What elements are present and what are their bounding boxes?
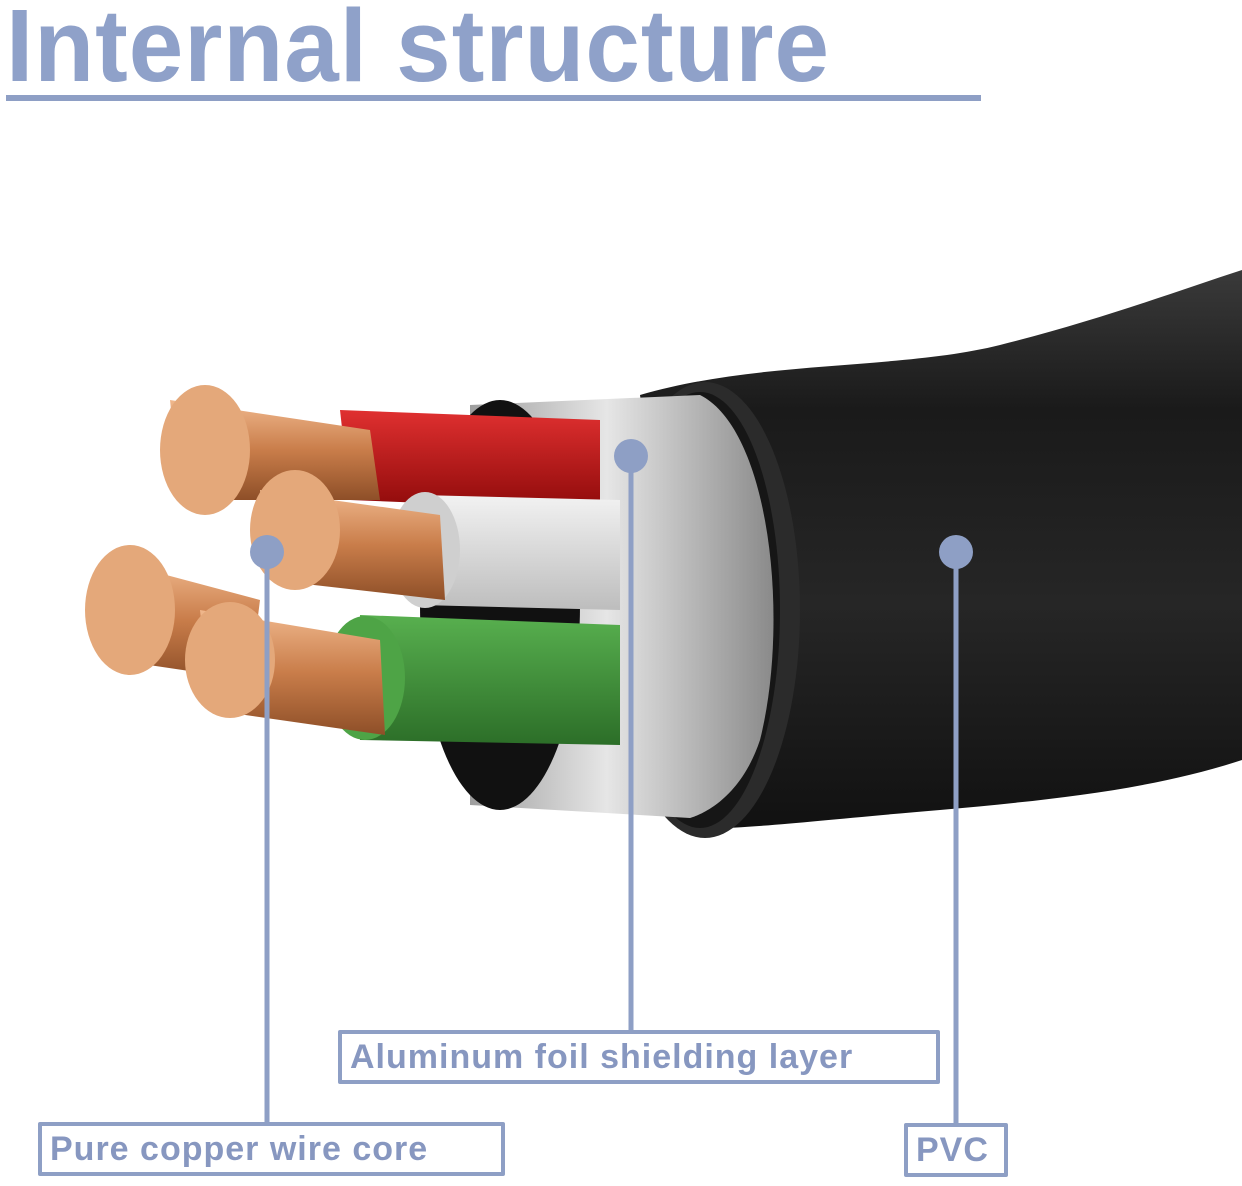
page-title: Internal structure xyxy=(6,0,830,104)
pvc-label: PVC xyxy=(904,1123,1008,1177)
aluminum-foil-label: Aluminum foil shielding layer xyxy=(338,1030,940,1084)
title-underline xyxy=(6,95,981,101)
green-wire xyxy=(360,615,620,745)
red-wire xyxy=(340,410,600,510)
copper-core-1 xyxy=(160,385,380,515)
copper-core-4 xyxy=(185,602,385,735)
white-wire xyxy=(420,495,620,610)
copper-core-label: Pure copper wire core xyxy=(38,1122,505,1176)
